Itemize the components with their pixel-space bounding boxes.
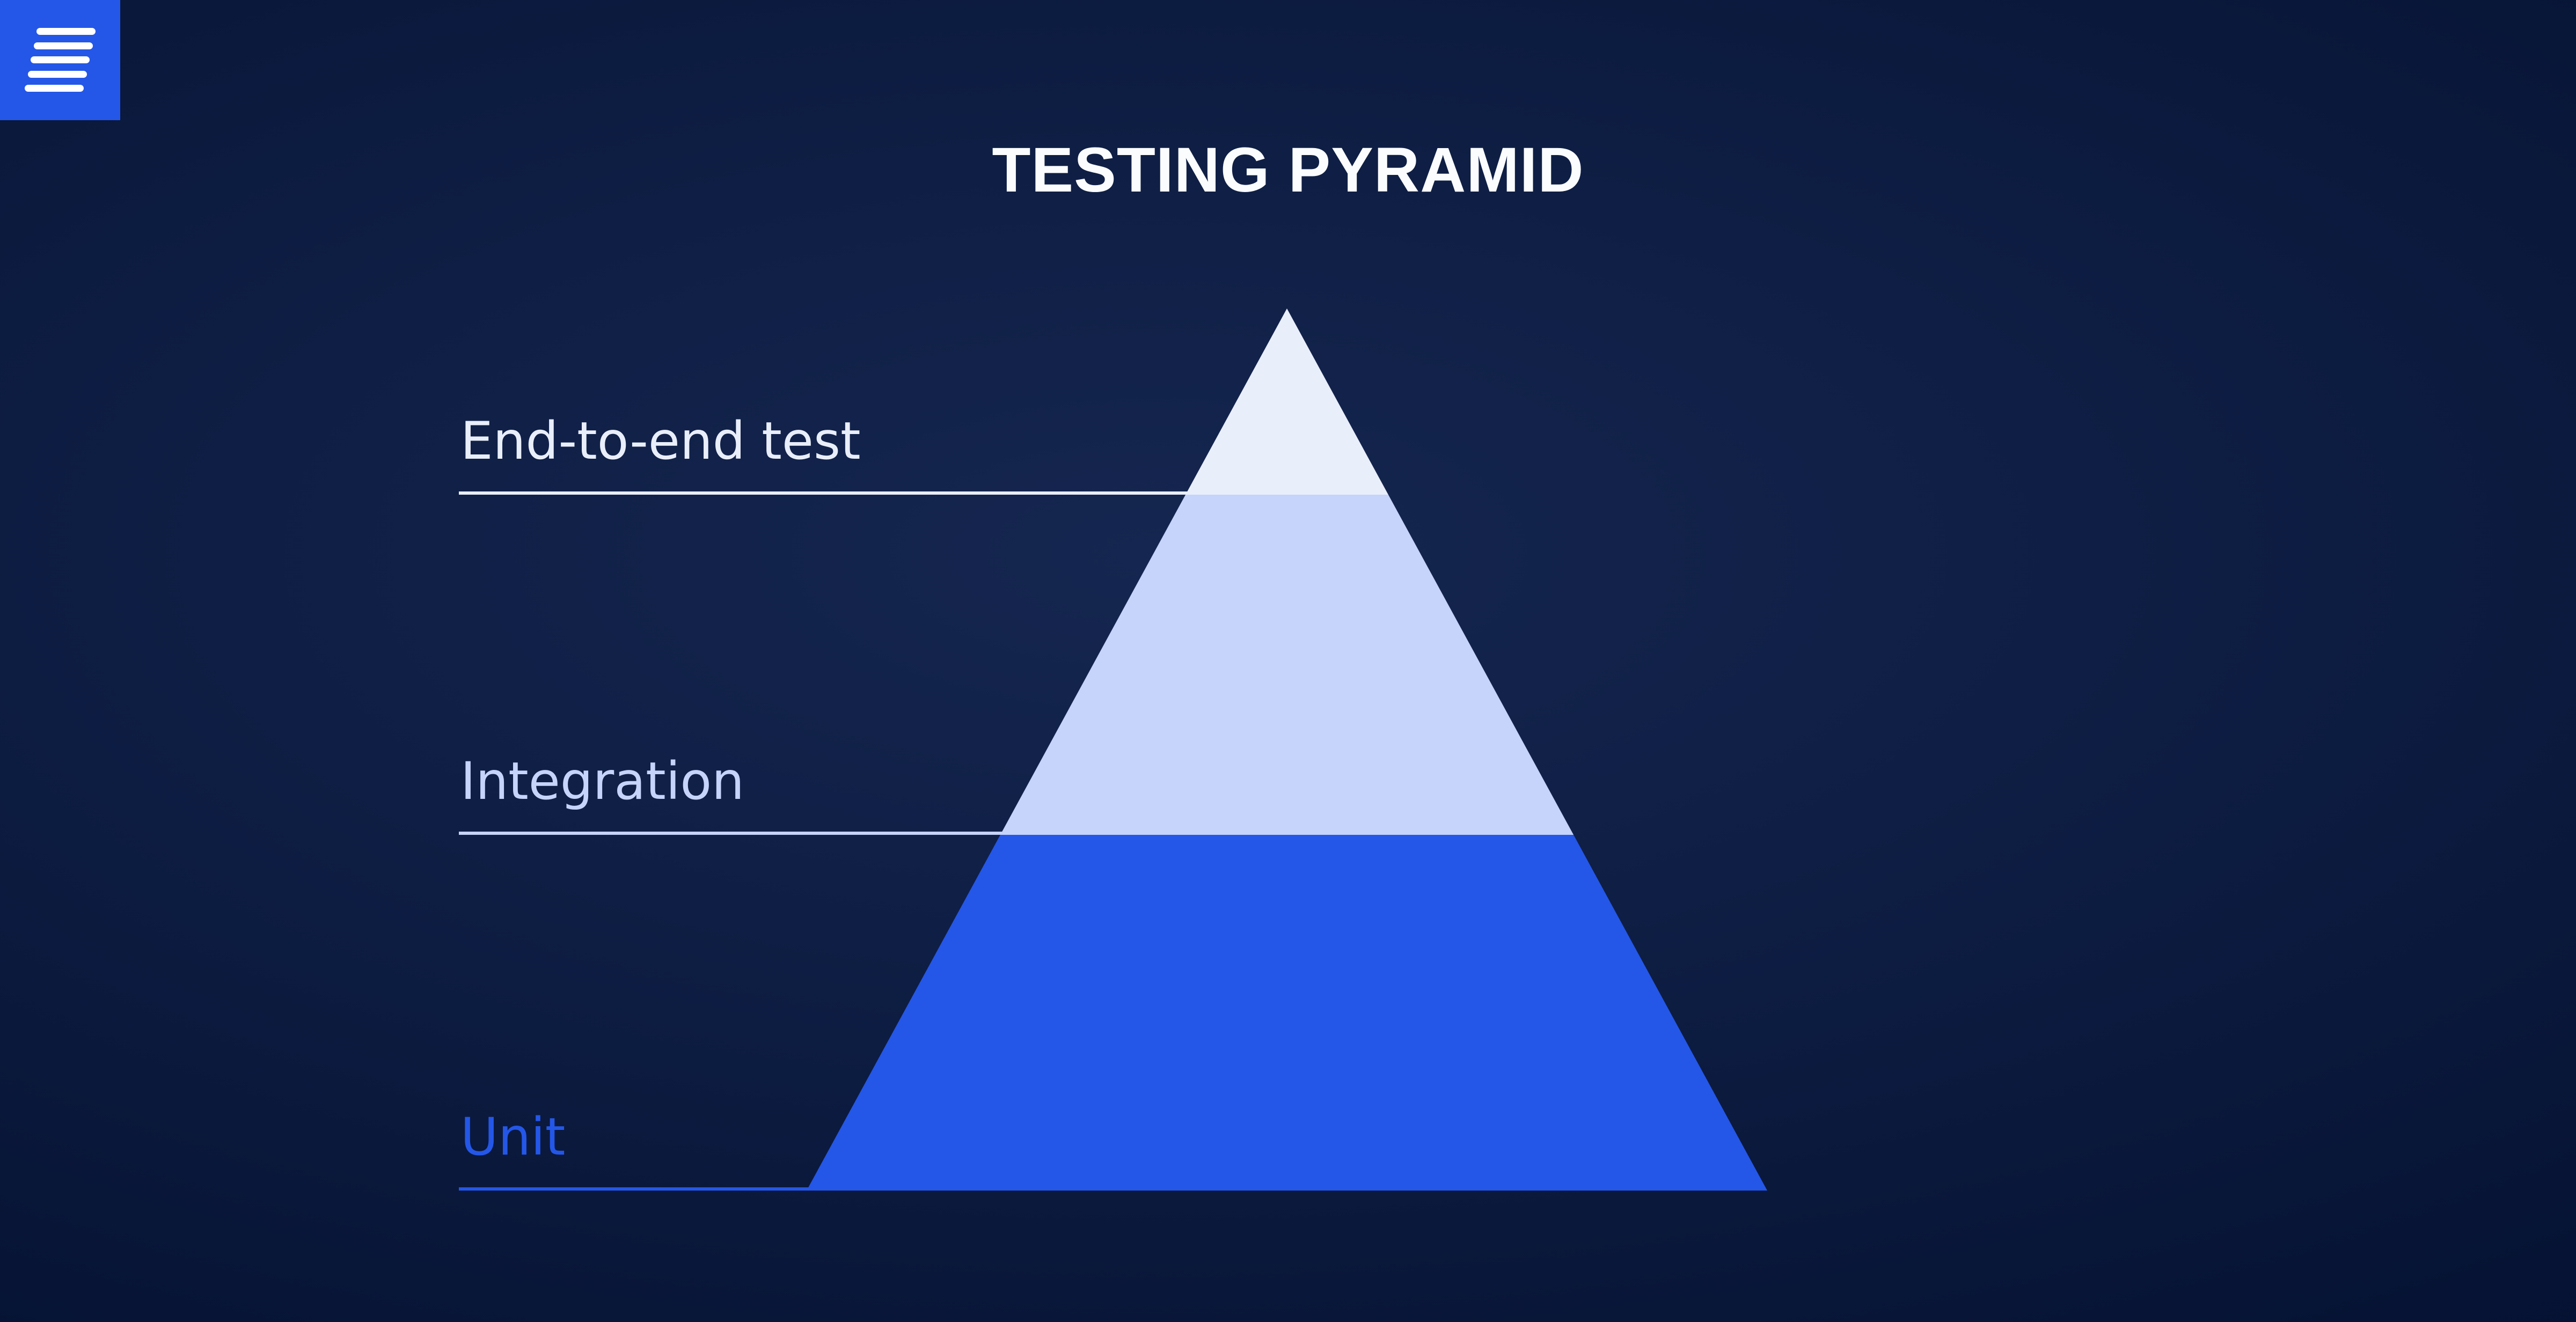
page-title: TESTING PYRAMID (992, 135, 1584, 205)
menu-bar (31, 56, 90, 63)
pyramid-level-integration (807, 495, 1767, 835)
menu-bar (25, 85, 84, 92)
pyramid-level-end-to-end (807, 309, 1767, 495)
menu-bar (34, 42, 93, 49)
menu-bar (28, 71, 87, 78)
label-unit: Unit (460, 1107, 566, 1167)
menu-bar (36, 28, 96, 35)
label-integration: Integration (460, 751, 744, 811)
label-end-to-end-test: End-to-end test (460, 411, 861, 471)
pyramid-level-unit (807, 835, 1767, 1191)
leader-line-unit (459, 1187, 813, 1191)
leader-line-end-to-end (459, 491, 1199, 495)
testing-pyramid (807, 309, 1767, 1191)
leader-line-integration (459, 832, 1009, 835)
menu-button[interactable] (0, 0, 120, 120)
